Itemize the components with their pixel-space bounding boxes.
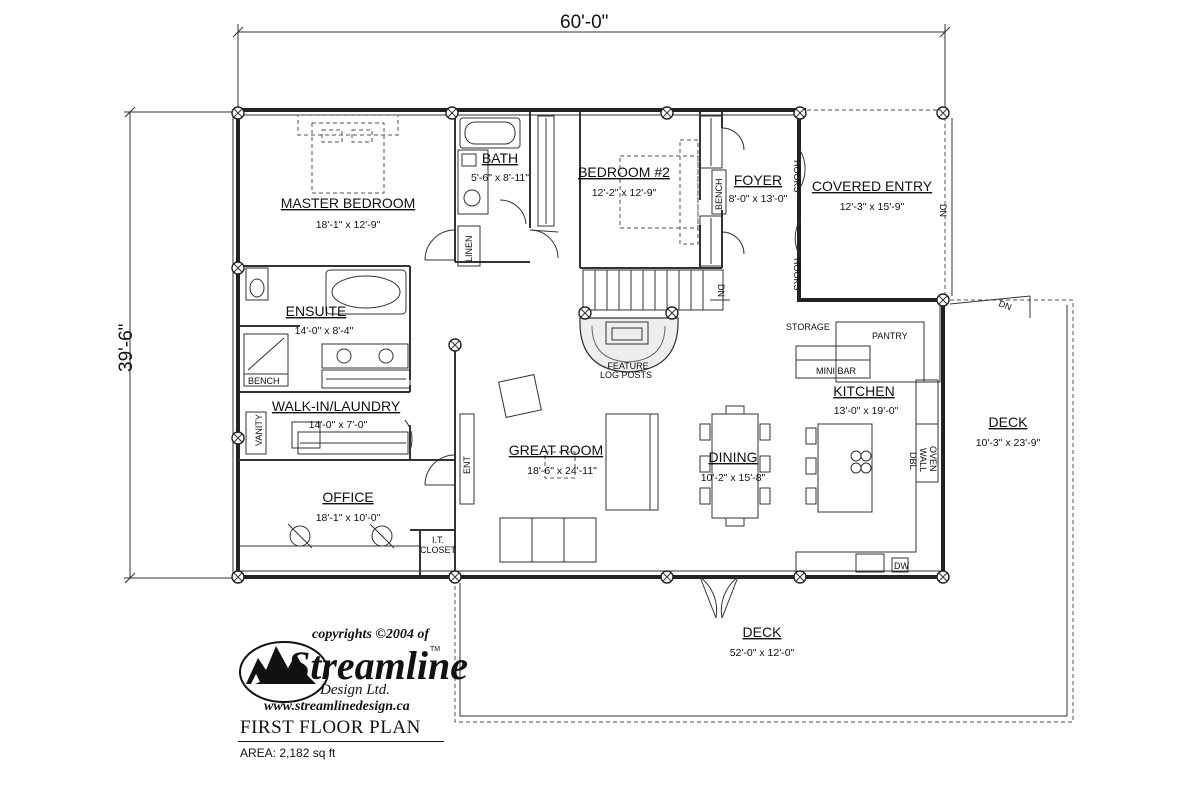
great-room-furniture: [498, 374, 659, 563]
log-posts: [231, 106, 950, 584]
stair-down-label: DN: [716, 284, 726, 297]
hooks-bottom-label: HOOKS: [792, 258, 802, 291]
bedroom2-size: 12'-2" x 12'-9": [592, 187, 657, 199]
foyer-size: 8'-0" x 13'-0": [729, 193, 788, 205]
plan-area: AREA: 2,182 sq ft: [240, 746, 336, 760]
foyer-name: FOYER: [734, 172, 782, 188]
dimension-lines: [124, 24, 951, 584]
doors: [404, 127, 806, 619]
deck-rear-size: 52'-0" x 12'-0": [730, 647, 795, 659]
oven-label-line2: WALL: [918, 448, 928, 472]
great-room-size: 18'-6" x 24'-11": [527, 465, 597, 477]
bench-ensuite-label: BENCH: [248, 376, 280, 386]
deck-rear-name: DECK: [743, 624, 783, 640]
oven-label-line1: DBL: [908, 452, 918, 470]
master-bed: [297, 114, 399, 194]
depth-dimension: 39'-6": [116, 324, 137, 372]
exterior-walls: [232, 108, 948, 579]
deck-outlines: [454, 295, 1074, 723]
pantry-label: PANTRY: [872, 331, 908, 341]
hooks-top-label: HOOKS: [792, 160, 802, 193]
ent-label: ENT: [462, 455, 472, 474]
covered-entry-outline: [800, 109, 953, 300]
master-bedroom-size: 18'-1" x 12'-9": [316, 219, 381, 231]
ensuite-name: ENSUITE: [286, 303, 347, 319]
width-dimension: 60'-0": [560, 12, 608, 33]
fireplace-feature: [579, 317, 679, 373]
plan-title: FIRST FLOOR PLAN: [240, 717, 421, 738]
kitchen-name: KITCHEN: [833, 383, 894, 399]
dining-name: DINING: [709, 449, 758, 465]
vanity-label: VANITY: [254, 414, 264, 446]
it-closet-label-line1: I.T.: [432, 535, 444, 545]
it-closet-label-line2: CLOSET: [420, 545, 457, 555]
master-bedroom-name: MASTER BEDROOM: [281, 195, 416, 211]
entry-down-label: DN: [938, 204, 948, 217]
bench-bedroom-label: BENCH: [714, 178, 724, 210]
deck-side-size: 10'-3" x 23'-9": [976, 437, 1041, 449]
ensuite-fixtures: [243, 267, 409, 455]
title-underline: [238, 741, 444, 742]
storage-label: STORAGE: [786, 322, 830, 332]
logo-copyright: copyrights ©2004 of: [312, 627, 430, 642]
linen-label: LINEN: [464, 235, 474, 262]
streamline-logo-emblem: [239, 641, 329, 703]
walkin-size: 14'-0" x 7'-0": [309, 419, 368, 431]
ensuite-size: 14'-0" x 8'-4": [295, 325, 354, 337]
logo-trademark: TM: [430, 646, 441, 653]
covered-entry-name: COVERED ENTRY: [812, 178, 933, 194]
bath-fixtures: [457, 117, 521, 267]
walkin-name: WALK-IN/LAUNDRY: [272, 398, 401, 414]
bedroom2-bed: [619, 139, 699, 245]
dining-size: 10'-2" x 15'-8": [701, 472, 766, 484]
staircase: [582, 269, 730, 311]
covered-entry-size: 12'-3" x 15'-9": [840, 201, 905, 213]
interior-walls: [238, 112, 723, 575]
office-name: OFFICE: [322, 489, 373, 505]
dining-table: [699, 405, 771, 527]
feature-label-line2: LOG POSTS: [600, 370, 652, 380]
bath-size: 5'-6" x 8'-11": [471, 172, 529, 184]
mini-bar-label: MINI BAR: [816, 366, 857, 376]
logo-company-name: Streamline: [288, 643, 469, 688]
office-furniture: [240, 523, 420, 549]
kitchen-fixtures: [795, 300, 941, 573]
logo-company-suffix: Design Ltd.: [320, 682, 391, 698]
deck-side-name: DECK: [989, 414, 1029, 430]
closet-hangers: [297, 115, 727, 455]
kitchen-size: 13'-0" x 19'-0": [834, 405, 899, 417]
dishwasher-label: DW: [894, 561, 909, 571]
office-size: 18'-1" x 10'-0": [316, 512, 381, 524]
bedroom2-name: BEDROOM #2: [578, 164, 670, 180]
bath-name: BATH: [482, 150, 518, 166]
feature-label-line1: FEATURE: [607, 361, 648, 371]
deck-down-label: DN: [997, 298, 1013, 312]
oven-label-line3: OVEN: [928, 446, 938, 472]
great-room-name: GREAT ROOM: [509, 442, 603, 458]
logo-website: www.streamlinedesign.ca: [264, 699, 410, 714]
